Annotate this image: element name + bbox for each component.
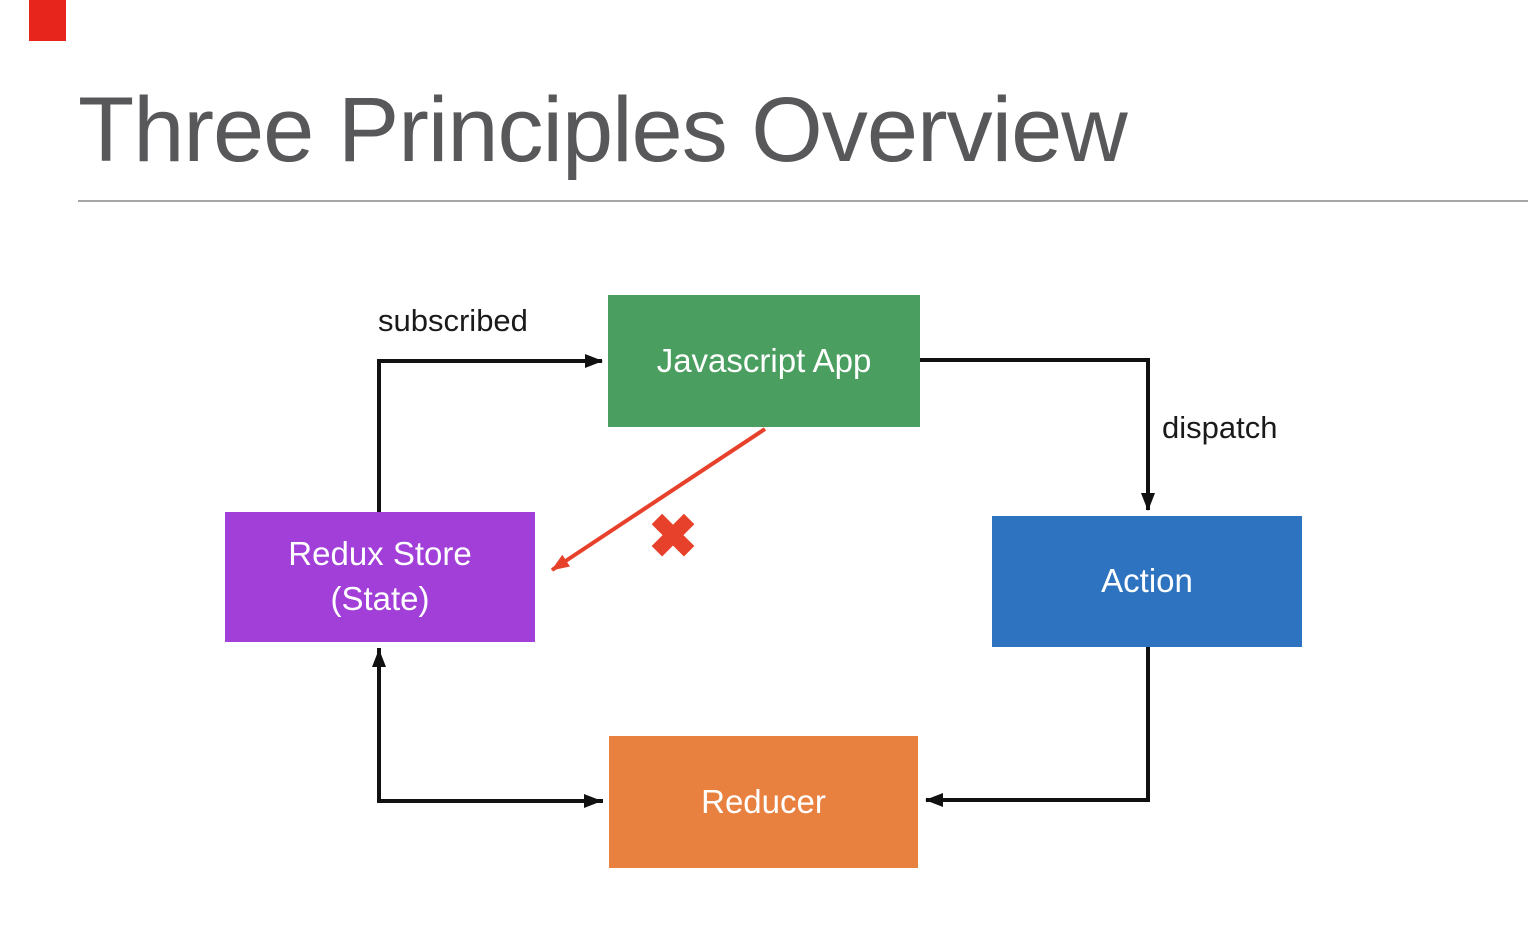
edge-action-to-reducer — [925, 647, 1150, 807]
node-reducer-label: Reducer — [701, 782, 826, 820]
edge-label-subscribed: subscribed — [378, 303, 528, 338]
edge-dispatch — [920, 358, 1155, 511]
edge-label-dispatch: dispatch — [1162, 410, 1278, 445]
slide-title: Three Principles Overview — [78, 79, 1128, 181]
forbidden-x-icon: ✖ — [647, 503, 699, 570]
title-divider — [78, 200, 1528, 202]
node-action: Action — [992, 516, 1302, 647]
edge-subscribed — [377, 354, 603, 512]
node-javascript-app-label: Javascript App — [656, 341, 872, 379]
node-redux-store-label-line2: (State) — [330, 580, 430, 617]
node-redux-store: Redux Store (State) — [225, 512, 535, 642]
node-reducer: Reducer — [609, 736, 918, 868]
node-javascript-app: Javascript App — [608, 295, 920, 427]
node-redux-store-label-line1: Redux Store — [288, 535, 472, 573]
node-action-label: Action — [1101, 562, 1193, 600]
red-corner-marker — [29, 0, 66, 41]
